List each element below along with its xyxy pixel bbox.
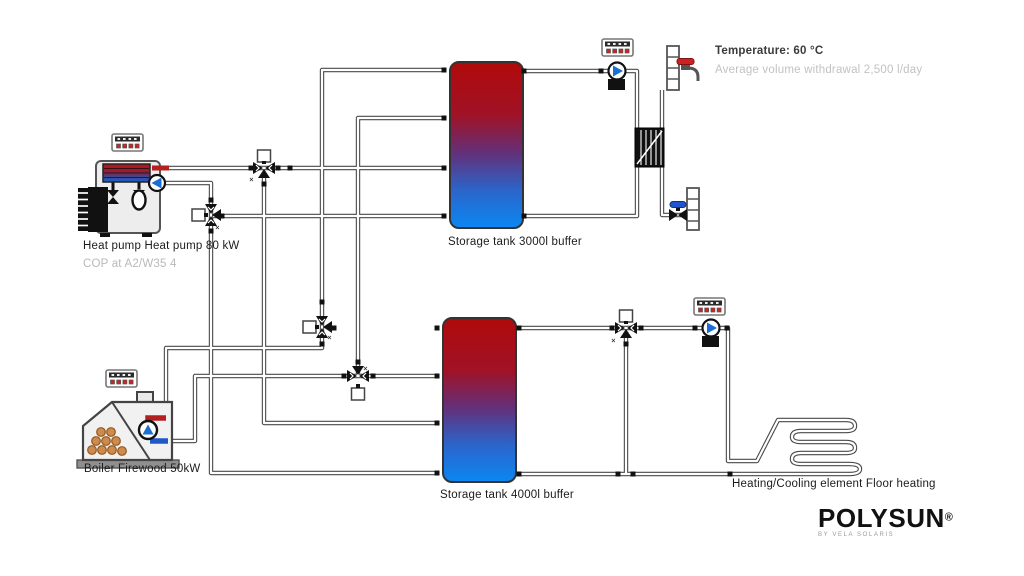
pump-dhw-loop[interactable] (607, 61, 627, 91)
pump-floor-heating[interactable] (701, 318, 721, 348)
three-way-valve-2[interactable]: × (191, 204, 221, 232)
controller-dhw[interactable] (601, 38, 634, 57)
logo-subtitle: BY VELA SOLARIS (818, 532, 895, 538)
svg-text:×: × (215, 223, 220, 232)
heat-pump-label: Heat pump Heat pump 80 kW (83, 240, 240, 252)
svg-text:×: × (249, 175, 254, 184)
cold-water-supply-icon[interactable] (669, 187, 700, 231)
pipe-junctions (163, 67, 733, 477)
temperature-annotation: Temperature: 60 °C (715, 45, 824, 57)
cold-valve-blue-handle[interactable] (669, 201, 687, 208)
storage-tank-4000l[interactable] (442, 317, 517, 483)
logo-registered-mark: ® (944, 511, 953, 524)
storage-tank-3000l[interactable] (449, 61, 524, 229)
tap-red-handle[interactable] (676, 58, 695, 65)
controller-floor-heating[interactable] (693, 297, 726, 316)
withdrawal-annotation: Average volume withdrawal 2,500 l/day (715, 64, 923, 76)
boiler-label: Boiler Firewood 50kW (84, 463, 201, 475)
svg-text:×: × (327, 333, 332, 342)
svg-text:×: × (363, 364, 368, 373)
tank-upper-label: Storage tank 3000l buffer (448, 236, 582, 248)
hot-water-tap-icon[interactable] (666, 45, 700, 91)
heat-exchanger-icon[interactable] (634, 127, 665, 168)
logo-brand: POLYSUN (818, 503, 945, 533)
heat-pump-icon[interactable] (78, 160, 169, 237)
controller-boiler[interactable] (105, 369, 138, 388)
firewood-boiler-icon[interactable] (76, 391, 180, 469)
controller-heat-pump[interactable] (111, 133, 144, 152)
polysun-logo: POLYSUN® BY VELA SOLARIS (818, 503, 953, 538)
svg-text:×: × (611, 336, 616, 345)
three-way-valve-1[interactable]: × (249, 149, 275, 184)
three-way-valve-4[interactable]: × (347, 364, 369, 401)
tank-lower-label: Storage tank 4000l buffer (440, 489, 574, 501)
firewood-logs (87, 427, 127, 456)
heat-pump-cop-label: COP at A2/W35 4 (83, 258, 177, 270)
three-way-valve-3[interactable]: × (302, 316, 332, 342)
three-way-valve-5[interactable]: × (611, 309, 637, 345)
floor-heating-label: Heating/Cooling element Floor heating (732, 478, 936, 490)
floor-heating-coil[interactable] (752, 410, 864, 478)
